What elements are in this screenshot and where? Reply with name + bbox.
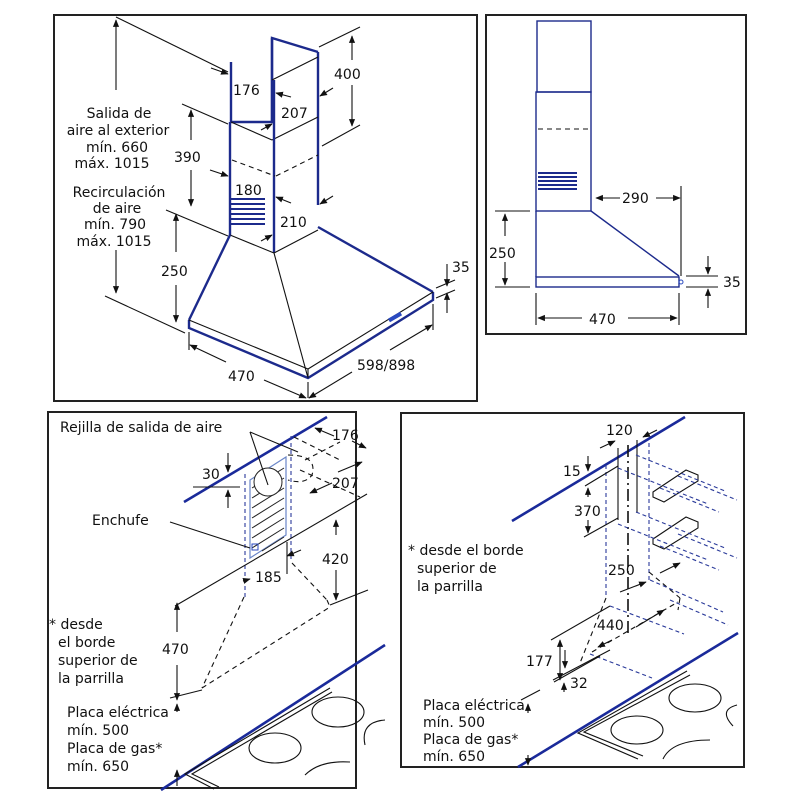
dim-250: 250 xyxy=(608,563,635,579)
outlet-dimensions xyxy=(169,427,369,786)
dim-598-898: 598/898 xyxy=(357,358,415,374)
panel-frame xyxy=(53,14,478,402)
recirc-label-1: Recirculación xyxy=(73,185,166,201)
dim-290: 290 xyxy=(622,191,649,207)
dim-120: 120 xyxy=(606,423,633,439)
dim-32: 32 xyxy=(570,676,588,692)
dim-210: 210 xyxy=(280,215,307,231)
dim-250: 250 xyxy=(489,246,516,262)
footnote-4: la parrilla xyxy=(58,671,124,687)
ceiling-line xyxy=(183,415,328,504)
wall-brackets xyxy=(652,469,699,550)
hob-note-1: Placa eléctrica xyxy=(423,698,525,714)
recirc-label-4: máx. 1015 xyxy=(76,234,151,250)
grille-icon xyxy=(231,198,265,225)
footnote-3: la parrilla xyxy=(417,579,483,595)
dim-470: 470 xyxy=(162,642,189,658)
dim-30: 30 xyxy=(202,467,220,483)
dim-35: 35 xyxy=(723,275,741,291)
dim-185: 185 xyxy=(255,570,282,586)
socket-icon xyxy=(251,543,259,551)
footnote-1: * desde el borde xyxy=(408,543,524,559)
dim-470: 470 xyxy=(228,369,255,385)
dim-176: 176 xyxy=(233,83,260,99)
panel-wall-outlet: Rejilla de salida de aire Enchufe * desd… xyxy=(47,411,386,792)
side-hood xyxy=(535,210,684,288)
dim-470: 470 xyxy=(589,312,616,328)
exhaust-label-4: máx. 1015 xyxy=(74,156,149,172)
footnote-1: * desde xyxy=(49,617,103,633)
hob-cooktop xyxy=(576,670,738,760)
chimney-lower xyxy=(228,122,319,254)
hob-note-3: Placa de gas* xyxy=(67,741,162,757)
iso-dimensions xyxy=(104,16,456,399)
dim-370: 370 xyxy=(574,504,601,520)
hob-note-2: mín. 500 xyxy=(67,723,129,739)
dim-400: 400 xyxy=(334,67,361,83)
footnote-3: superior de xyxy=(58,653,138,669)
dim-176: 176 xyxy=(332,428,359,444)
footnote-2: superior de xyxy=(417,561,497,577)
mounting-dimensions xyxy=(520,429,681,766)
dim-15: 15 xyxy=(563,464,581,480)
hob-cooktop xyxy=(183,687,386,790)
dim-420: 420 xyxy=(322,552,349,568)
exhaust-label-3: mín. 660 xyxy=(86,140,148,156)
panel-side-view: 290 250 35 470 xyxy=(485,14,747,335)
hob-note-2: mín. 500 xyxy=(423,715,485,731)
outlet-grille-title: Rejilla de salida de aire xyxy=(60,420,222,436)
hob-note-1: Placa eléctrica xyxy=(67,705,169,721)
hood-body xyxy=(187,225,435,380)
worktop-line xyxy=(517,631,739,769)
dim-207: 207 xyxy=(281,106,308,122)
dim-250: 250 xyxy=(161,264,188,280)
chimney-outline xyxy=(579,440,681,664)
exhaust-label-2: aire al exterior xyxy=(67,123,170,139)
footnote-2: el borde xyxy=(58,635,115,651)
grille-icon xyxy=(538,172,577,190)
exhaust-label-1: Salida de xyxy=(87,106,152,122)
socket-label: Enchufe xyxy=(92,513,149,529)
recirc-label-3: mín. 790 xyxy=(84,217,146,233)
ceiling-line xyxy=(511,415,686,523)
dim-440: 440 xyxy=(597,618,624,634)
dim-207: 207 xyxy=(332,476,359,492)
panel-frame xyxy=(485,14,747,335)
panel-frame xyxy=(47,411,357,789)
hob-note-3: Placa de gas* xyxy=(423,732,518,748)
panel-iso-view: Salida de aire al exterior mín. 660 máx.… xyxy=(53,14,478,402)
recirc-label-2: de aire xyxy=(93,201,141,217)
hob-note-4: mín. 650 xyxy=(67,759,129,775)
dim-390: 390 xyxy=(174,150,201,166)
control-panel-icon xyxy=(387,311,403,323)
outlet-dashed-outline xyxy=(201,436,361,689)
outlet-grille xyxy=(249,431,299,560)
dim-35: 35 xyxy=(452,260,470,276)
screws xyxy=(589,454,738,679)
chimney-upper xyxy=(229,36,320,253)
panel-mounting: * desde el borde superior de la parrilla… xyxy=(400,412,745,769)
dim-180: 180 xyxy=(235,183,262,199)
side-chimney xyxy=(535,20,592,212)
panel-frame xyxy=(400,412,745,768)
dim-177: 177 xyxy=(526,654,553,670)
side-dimensions xyxy=(495,186,718,325)
hob-note-4: mín. 650 xyxy=(423,749,485,765)
